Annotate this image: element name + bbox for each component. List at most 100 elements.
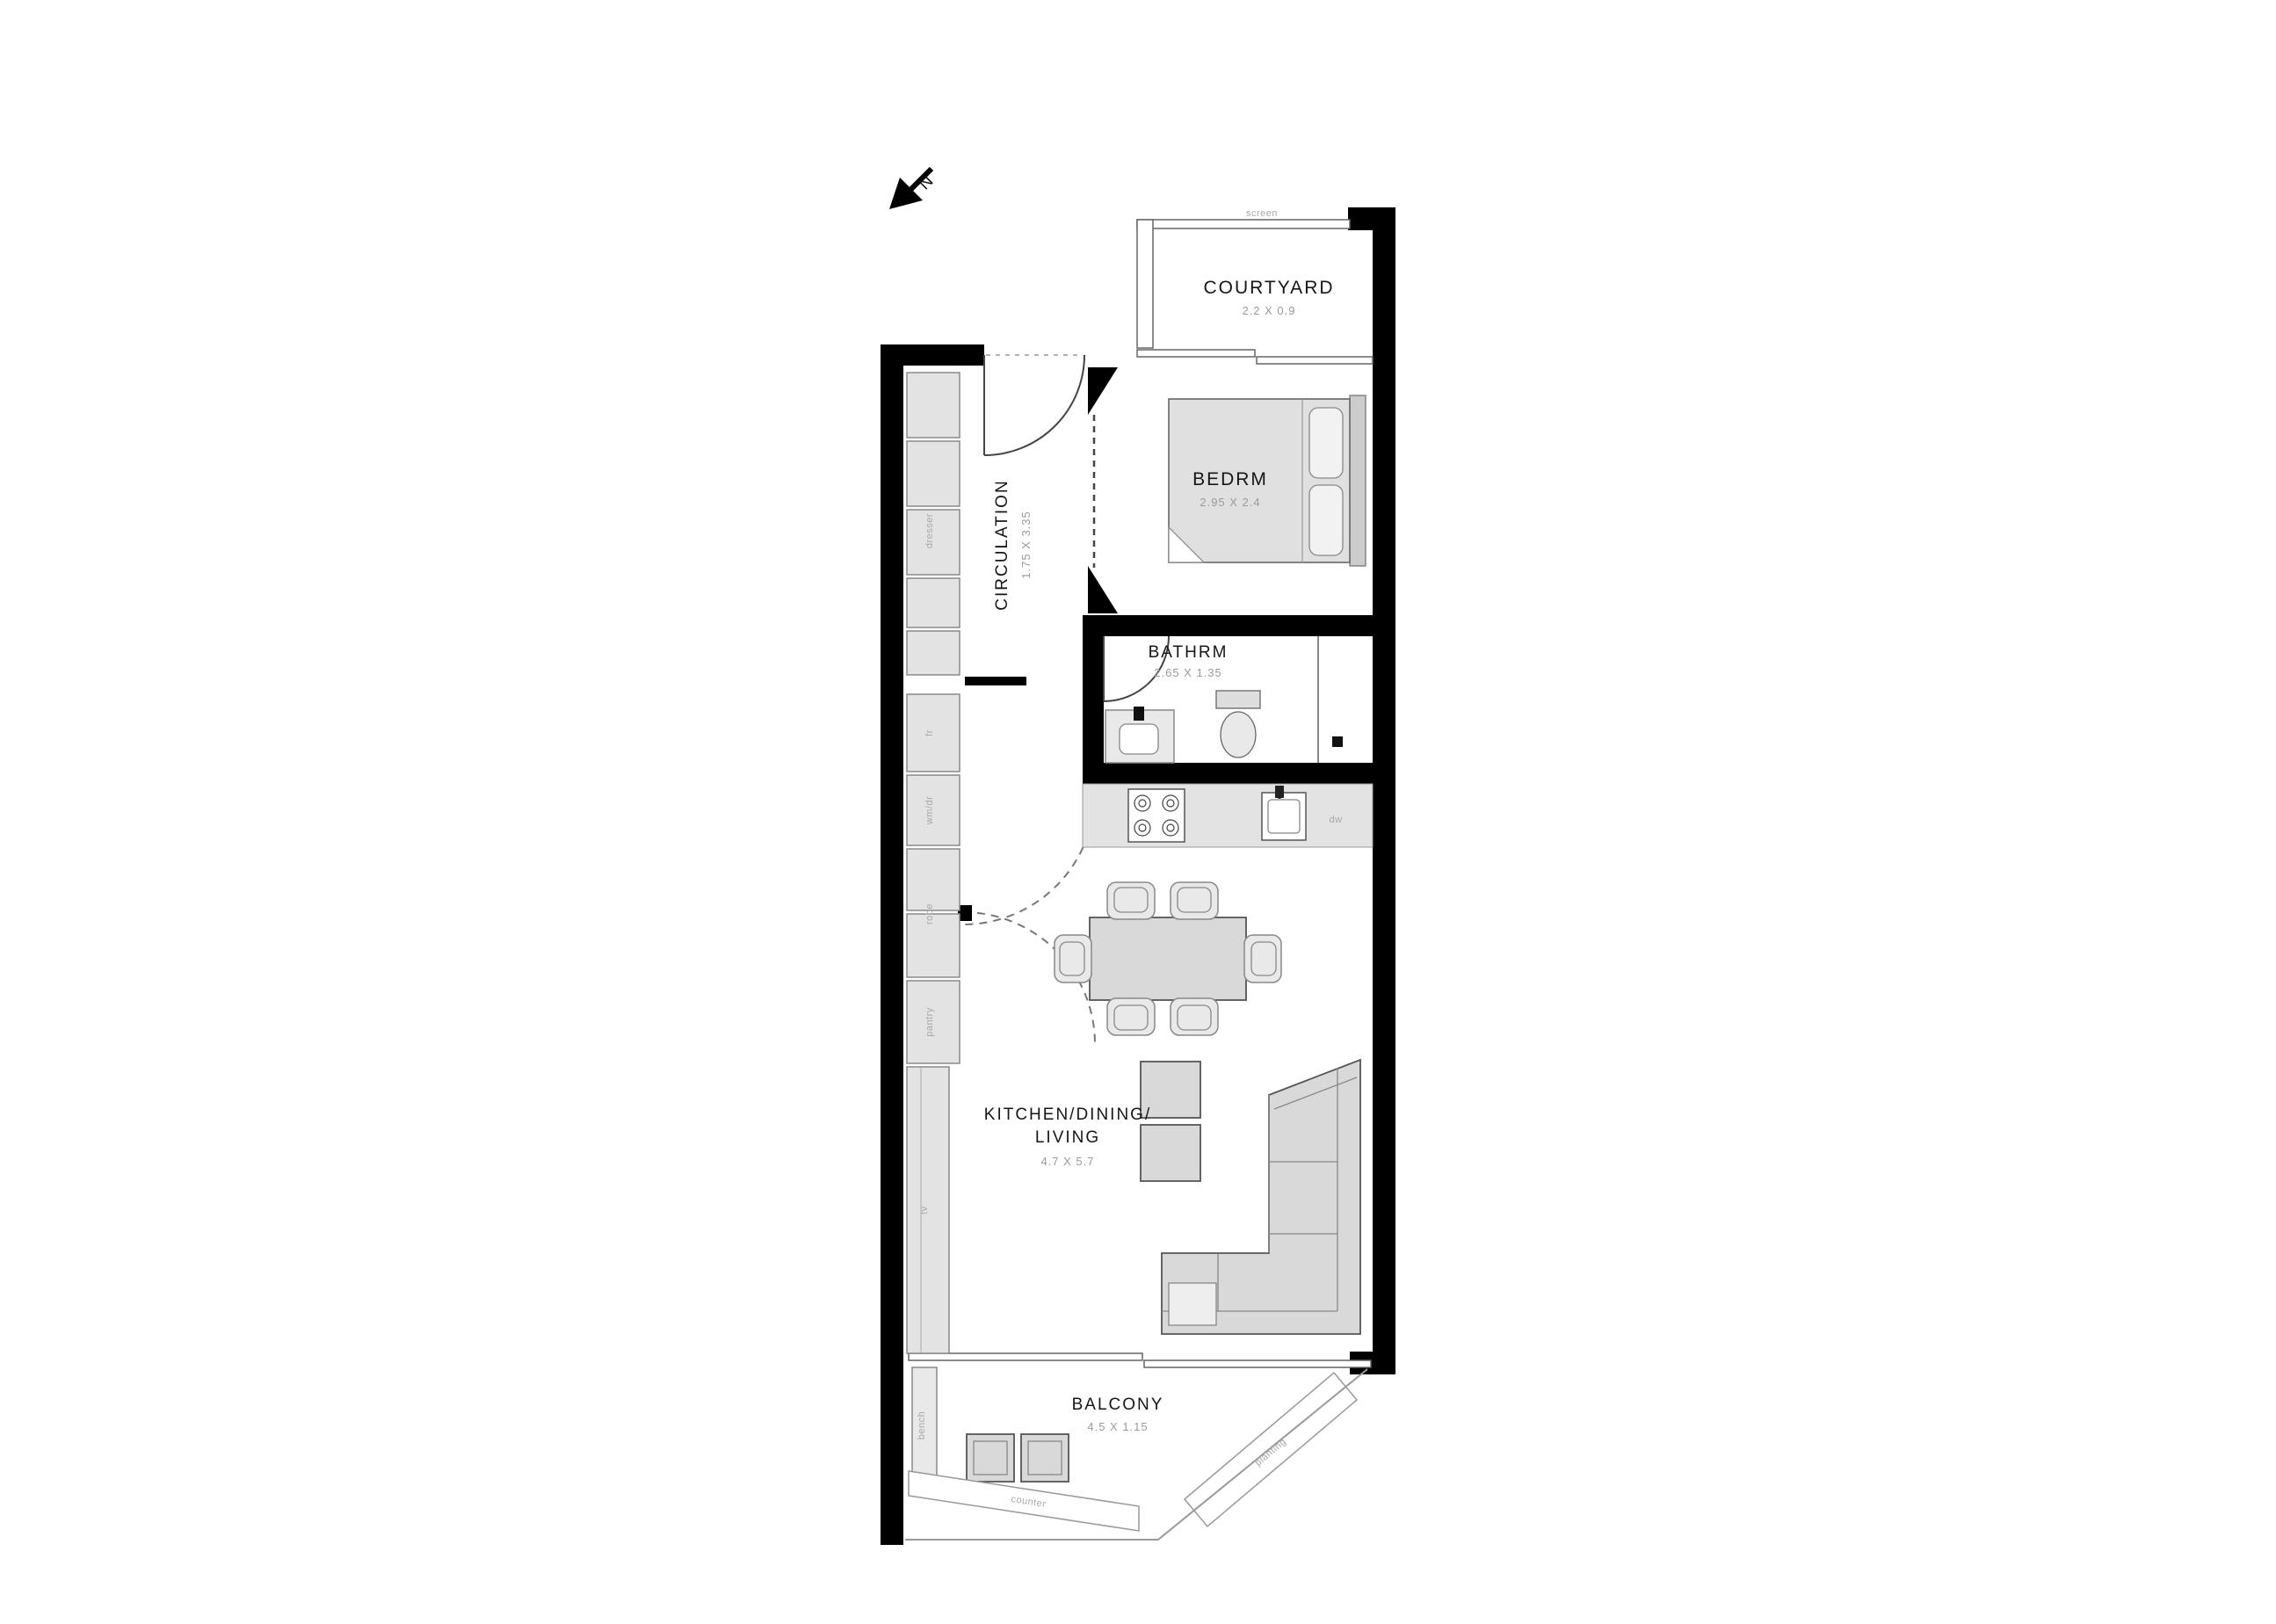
wall-segment-right: [1373, 207, 1395, 1373]
cupboard: [906, 630, 960, 676]
bedroom-dims: 2.95 X 2.4: [1200, 496, 1260, 509]
bathroom-door-swing-arc: [1103, 635, 1170, 702]
dining-set: [1054, 881, 1282, 1036]
vanity-tap-icon: [1134, 707, 1144, 721]
joinery-column: dresser fr wm/dr robe pantry tv: [906, 372, 960, 1354]
room-labels: screen COURTYARD 2.2 X 0.9 BEDRM 2.95 X …: [984, 208, 1334, 1433]
dining-chair: [1106, 881, 1156, 920]
bedroom-slider-jamb-bottom: [1088, 566, 1118, 613]
tv-label: tv: [919, 1206, 930, 1214]
bedroom-slider-panel-1: [1136, 349, 1256, 358]
north-label: N: [916, 172, 938, 194]
bedroom-furniture: [1168, 395, 1366, 567]
dining-chairs: [1054, 881, 1282, 1036]
toilet-bowl: [1220, 711, 1257, 758]
pantry-unit: [906, 980, 960, 1064]
dining-chair: [1170, 997, 1219, 1036]
screen-label: screen: [1246, 208, 1278, 219]
balcony-slider-panel-2: [1143, 1359, 1372, 1368]
tv-unit: [906, 1066, 950, 1354]
balcony-stool-top: [1027, 1440, 1062, 1475]
dining-chair-seat: [1059, 941, 1085, 976]
living-label-line2: LIVING: [1035, 1128, 1100, 1147]
dining-chair-seat: [1113, 1004, 1149, 1031]
bifold-handle: [958, 905, 972, 921]
glazing: [908, 219, 1374, 1368]
bedroom-slider-jamb-top: [1088, 367, 1118, 415]
courtyard-label: COURTYARD: [1203, 278, 1334, 298]
pantry-label: pantry: [924, 1007, 935, 1037]
dining-table: [1089, 917, 1247, 1001]
washer-dryer-label: wm/dr: [924, 796, 935, 825]
sofa-back-lines: [1162, 1069, 1358, 1312]
robe-label: robe: [924, 903, 935, 924]
bedroom-label: BEDRM: [1192, 469, 1268, 489]
balcony-edge: [905, 1368, 1368, 1541]
walls: [881, 207, 1395, 1545]
sofa-cushion: [1168, 1282, 1217, 1326]
wall-segment-bath-kitchen: [1083, 763, 1395, 784]
dining-chair: [1054, 934, 1092, 983]
balcony-stool-top: [973, 1440, 1008, 1475]
entry-door-swing-arc: [983, 354, 1085, 456]
kitchen-sink-bowl: [1267, 799, 1301, 834]
bench-label: bench: [917, 1411, 927, 1439]
balcony-counter: [908, 1470, 1140, 1532]
dining-chair: [1106, 997, 1156, 1036]
bed-pillow: [1308, 484, 1344, 556]
bedroom-slider-panel-2: [1256, 356, 1374, 365]
courtyard-screen: [1136, 219, 1351, 229]
cupboard: [906, 372, 960, 439]
cooktop-burners-icon: [1134, 794, 1179, 837]
robe-unit-bottom: [906, 913, 960, 978]
dining-chair: [1170, 881, 1219, 920]
courtyard-left-wall: [1136, 219, 1154, 349]
wall-segment-bed-bath: [1083, 615, 1395, 636]
dining-chair-seat: [1177, 887, 1212, 913]
dining-chair-seat: [1177, 1004, 1212, 1031]
bed-pillow: [1308, 407, 1344, 479]
north-arrow: N: [889, 166, 938, 209]
planter: [1183, 1371, 1359, 1528]
bed-headboard: [1349, 395, 1366, 567]
balcony-label: BALCONY: [1072, 1396, 1164, 1414]
living-label-line1: KITCHEN/DINING/: [984, 1106, 1151, 1124]
balcony-slider-panel-1: [908, 1352, 1143, 1361]
cooktop: [1127, 788, 1185, 843]
wall-segment-left: [881, 344, 903, 1545]
dining-chair-seat: [1113, 887, 1149, 913]
balcony-area: bench counter planting: [905, 1367, 1368, 1541]
kitchen-tap-icon: [1275, 786, 1284, 798]
bed-sheet-fold: [1168, 526, 1206, 563]
north-arrow-head-icon: [889, 178, 923, 209]
wall-segment-stub: [965, 677, 1026, 685]
bathroom-dims: 2.65 X 1.35: [1154, 666, 1222, 679]
dresser-unit: [906, 509, 960, 576]
balcony-stool: [1020, 1433, 1069, 1483]
coffee-table: [1140, 1124, 1201, 1182]
circulation-dims: 1.75 X 3.35: [1019, 511, 1033, 579]
balcony-stool: [966, 1433, 1015, 1483]
living-dims: 4.7 X 5.7: [1040, 1155, 1094, 1168]
wall-segment-entry-top: [881, 344, 984, 366]
doors: [958, 354, 1170, 1045]
fridge-label: fr: [924, 729, 935, 736]
washer-dryer-unit: [906, 774, 960, 846]
kitchen: dw: [1082, 783, 1374, 848]
circulation-label: CIRCULATION: [993, 479, 1011, 610]
fridge-unit: [906, 693, 960, 772]
cupboard: [906, 577, 960, 628]
dining-chair-seat: [1250, 941, 1277, 976]
bifold-door-arc-top: [962, 792, 1096, 925]
dresser-label: dresser: [924, 513, 935, 548]
wall-segment-bath-left: [1083, 615, 1104, 784]
kitchen-tap-spout: [1277, 794, 1282, 799]
toilet-cistern: [1215, 690, 1261, 709]
robe-unit-top: [906, 848, 960, 911]
bathroom-label: BATHRM: [1149, 643, 1229, 662]
wall-segment-courtyard-top: [1348, 207, 1395, 230]
vanity-basin: [1119, 723, 1159, 755]
balcony-dims: 4.5 X 1.15: [1087, 1420, 1148, 1433]
shower-mixer-icon: [1332, 736, 1343, 747]
